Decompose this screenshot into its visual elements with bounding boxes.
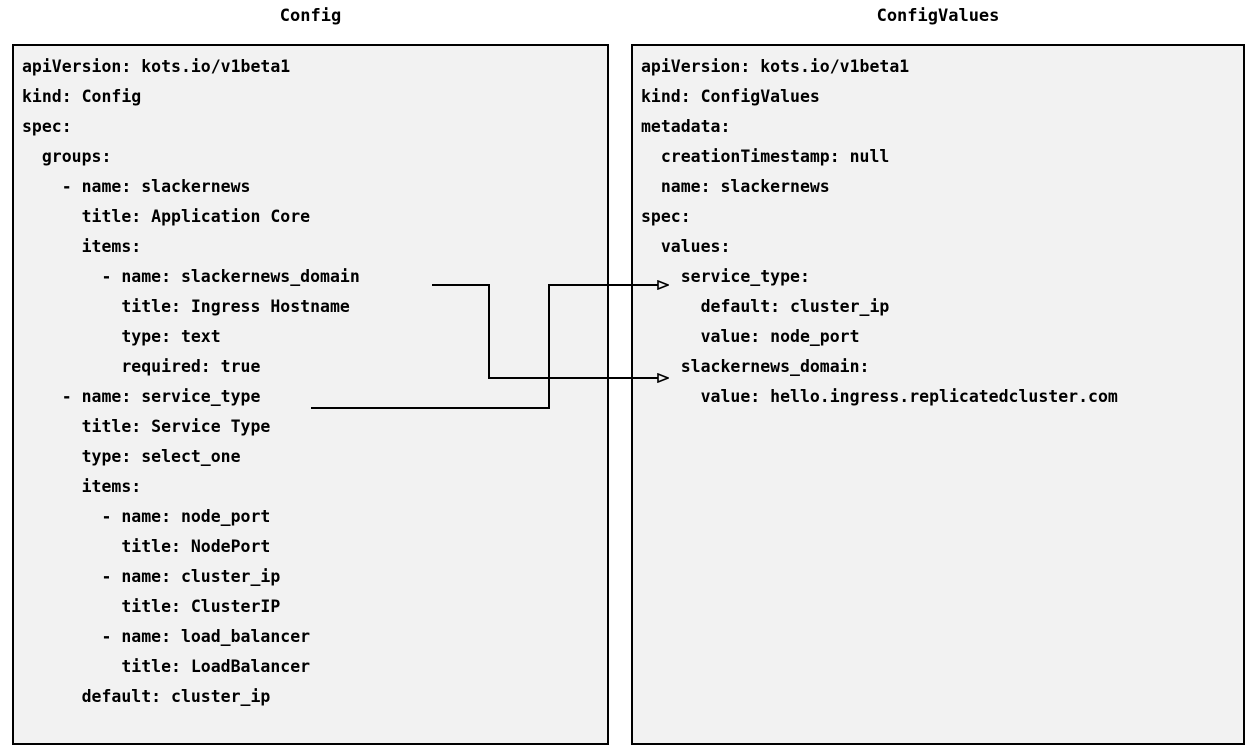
yaml-line: items: — [22, 237, 142, 256]
yaml-line: title: LoadBalancer — [22, 657, 311, 676]
yaml-line: creationTimestamp: null — [641, 147, 890, 166]
yaml-line: title: Service Type — [22, 417, 271, 436]
yaml-line: kind: ConfigValues — [641, 87, 820, 106]
yaml-line: type: select_one — [22, 447, 241, 466]
yaml-line: groups: — [22, 147, 112, 166]
yaml-line: kind: Config — [22, 87, 142, 106]
yaml-line: service_type: — [641, 267, 810, 286]
config-panel-title: Config — [279, 6, 342, 26]
yaml-line: apiVersion: kots.io/v1beta1 — [641, 57, 910, 76]
configvalues-panel-title: ConfigValues — [876, 6, 1000, 26]
yaml-line: items: — [22, 477, 142, 496]
yaml-line: name: slackernews — [641, 177, 830, 196]
yaml-line: - name: slackernews — [22, 177, 251, 196]
yaml-line: apiVersion: kots.io/v1beta1 — [22, 57, 291, 76]
yaml-line: value: node_port — [641, 327, 860, 346]
yaml-line: title: Ingress Hostname — [22, 297, 350, 316]
yaml-line: spec: — [22, 117, 72, 136]
yaml-line: value: hello.ingress.replicatedcluster.c… — [641, 387, 1118, 406]
yaml-line: slackernews_domain: — [641, 357, 870, 376]
yaml-line: values: — [641, 237, 731, 256]
configvalues-yaml-text: apiVersion: kots.io/v1beta1 kind: ConfigV… — [641, 52, 1118, 412]
configvalues-yaml-panel: apiVersion: kots.io/v1beta1 kind: ConfigV… — [631, 44, 1245, 745]
yaml-line: title: Application Core — [22, 207, 311, 226]
yaml-line: required: true — [22, 357, 261, 376]
yaml-line: default: cluster_ip — [22, 687, 271, 706]
yaml-line: type: text — [22, 327, 221, 346]
yaml-line: - name: node_port — [22, 507, 271, 526]
yaml-line: default: cluster_ip — [641, 297, 890, 316]
yaml-line: - name: cluster_ip — [22, 567, 281, 586]
yaml-line: - name: slackernews_domain — [22, 267, 360, 286]
yaml-line: title: NodePort — [22, 537, 271, 556]
yaml-line: metadata: — [641, 117, 731, 136]
yaml-line: - name: service_type — [22, 387, 261, 406]
yaml-line: - name: load_balancer — [22, 627, 311, 646]
config-yaml-panel: apiVersion: kots.io/v1beta1 kind: Config s… — [12, 44, 609, 745]
yaml-line: spec: — [641, 207, 691, 226]
config-yaml-text: apiVersion: kots.io/v1beta1 kind: Config s… — [22, 52, 360, 712]
yaml-line: title: ClusterIP — [22, 597, 281, 616]
